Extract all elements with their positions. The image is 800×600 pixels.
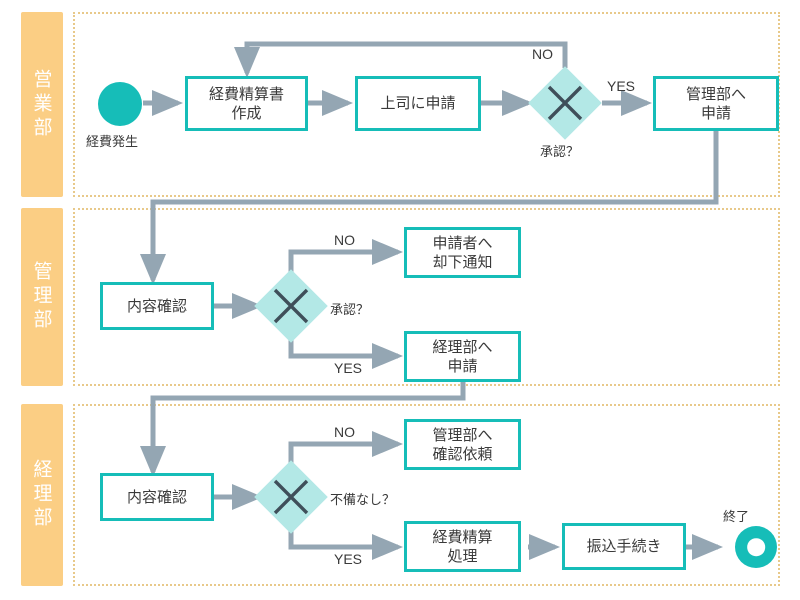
lane-label-accounting: 経理部 [30,459,53,531]
edge-label-boss-yes: YES [607,78,636,94]
node-request-admin-check[interactable]: 管理部へ 確認依頼 [404,419,521,470]
edge-label-acct-yes: YES [334,551,363,567]
edge-label-admin-yes: YES [334,360,363,376]
end-terminator[interactable] [735,526,777,568]
edge-acct-apply-to-acct-check [140,381,466,478]
decision-approve-boss[interactable] [528,66,602,140]
node-apply-admin[interactable]: 管理部へ 申請 [653,76,779,131]
end-caption: 終了 [723,510,750,525]
edge-label-admin-no: NO [334,232,355,248]
lane-label-admin: 管理部 [30,261,53,333]
node-admin-check-label: 内容確認 [126,296,187,315]
decision-approve-admin[interactable] [254,269,328,343]
lane-area-accounting [73,404,780,586]
node-apply-boss-label: 上司に申請 [380,94,456,113]
node-apply-admin-label: 管理部へ 申請 [685,84,746,122]
node-create-report[interactable]: 経費精算書 作成 [185,76,308,131]
node-accounting-check[interactable]: 内容確認 [100,473,214,521]
lane-label-sales: 営業部 [30,68,53,141]
node-apply-boss[interactable]: 上司に申請 [355,76,481,131]
node-apply-accounting[interactable]: 経理部へ 申請 [404,331,521,382]
edge-label-boss-no: NO [532,46,553,62]
node-reject-notice[interactable]: 申請者へ 却下通知 [404,227,521,278]
node-settle-expense[interactable]: 経費精算 処理 [404,521,521,572]
decision-no-defect[interactable] [254,460,328,534]
lane-area-sales [73,12,780,197]
node-admin-check[interactable]: 内容確認 [100,282,214,330]
node-settle-expense-label: 経費精算 処理 [432,527,493,565]
edge-boss-no [234,41,568,79]
lane-area-admin [73,208,780,386]
edge-acct-no [288,431,404,464]
start-caption: 経費発生 [86,135,139,150]
start-terminator[interactable] [98,82,142,126]
decision-approve-boss-label: 承認？ [540,145,580,160]
edge-label-acct-no: NO [334,424,355,440]
node-transfer-label: 振込手続き [586,537,662,556]
node-create-report-label: 経費精算書 作成 [208,84,284,122]
node-apply-accounting-label: 経理部へ 申請 [432,337,493,375]
edge-admin-apply-to-admin-check [140,131,719,286]
node-accounting-check-label: 内容確認 [126,487,187,506]
edge-acct-yes [288,531,404,560]
node-reject-notice-label: 申請者へ 却下通知 [432,233,493,271]
edge-admin-no [288,239,404,272]
edge-admin-yes [288,340,404,369]
lane-band-accounting: 経理部 [21,404,63,586]
node-transfer[interactable]: 振込手続き [562,523,686,570]
decision-approve-admin-label: 承認？ [330,303,370,318]
decision-no-defect-label: 不備なし？ [330,493,396,508]
lane-band-sales: 営業部 [21,12,63,197]
lane-band-admin: 管理部 [21,208,63,386]
node-request-admin-check-label: 管理部へ 確認依頼 [432,425,493,463]
